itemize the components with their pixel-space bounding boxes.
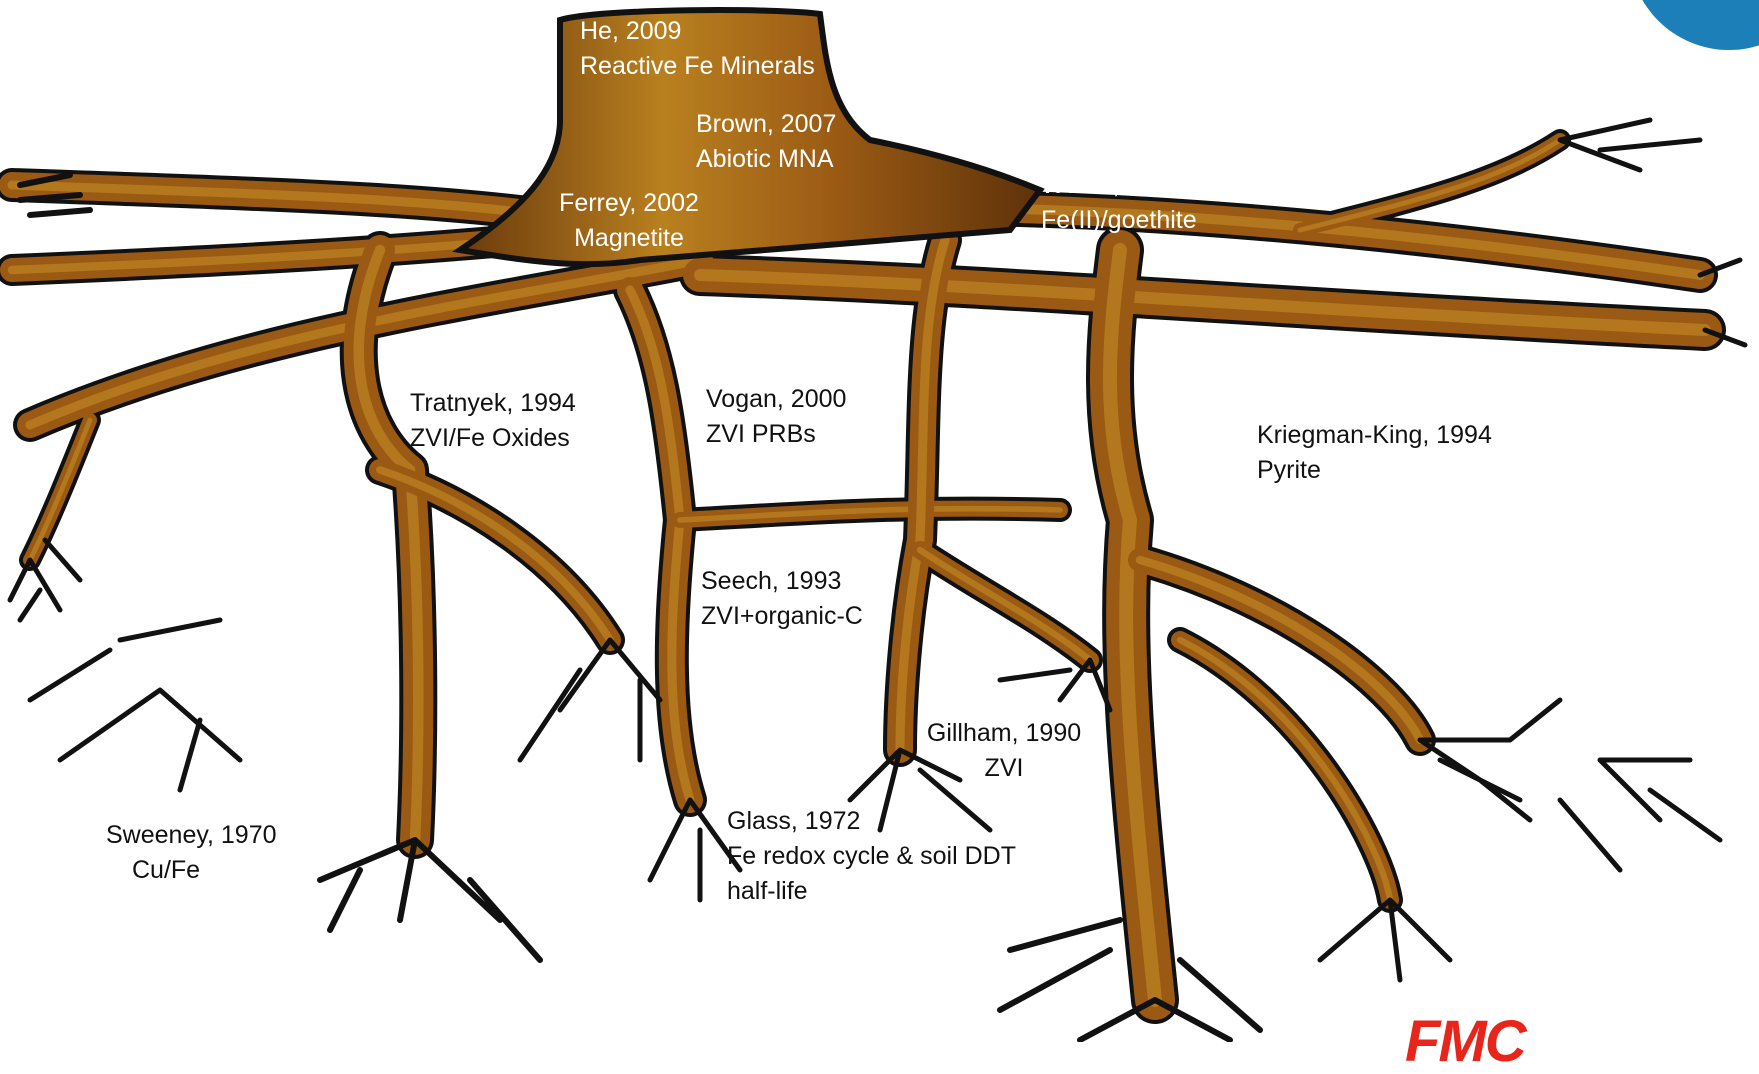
label-topic: ZVI	[920, 751, 1088, 786]
label-tratnyek-1994: Tratnyek, 1994 ZVI/Fe Oxides	[410, 386, 576, 456]
label-author: Vogan, 2000	[706, 382, 846, 417]
label-vogan-2000: Vogan, 2000 ZVI PRBs	[706, 382, 846, 452]
rootlets-right-lower	[1560, 760, 1720, 870]
root-gillham-branch-highlight	[920, 550, 1090, 660]
label-he-2009: He, 2009 Reactive Fe Minerals	[580, 14, 815, 84]
rootlets-tratnyek	[320, 840, 540, 960]
label-kriegman-king-1994: Kriegman-King, 1994 Pyrite	[1257, 418, 1492, 488]
label-brown-2007: Brown, 2007 Abiotic MNA	[696, 107, 836, 177]
label-author: Kriegman-King, 1994	[1257, 418, 1492, 453]
label-author: Seech, 1993	[701, 564, 863, 599]
label-author: Glass, 1972	[727, 804, 1016, 839]
rootlets-kriegman-branch	[1420, 700, 1560, 820]
label-topic: ZVI/Fe Oxides	[410, 421, 576, 456]
rootlets-sweeney	[30, 620, 240, 790]
label-glass-1972: Glass, 1972 Fe redox cycle & soil DDT ha…	[727, 804, 1016, 909]
root-sweeney-highlight	[30, 420, 90, 560]
rootlets-gillham-branch	[1000, 660, 1110, 710]
label-seech-1993: Seech, 1993 ZVI+organic-C	[701, 564, 863, 634]
label-topic: Cu/Fe	[106, 853, 277, 888]
label-author: Sweeney, 1970	[106, 818, 277, 853]
rootlets-tratnyek-branch	[520, 640, 660, 760]
label-topic: Abiotic MNA	[696, 142, 836, 177]
label-topic: Fe redox cycle & soil DDT	[727, 839, 1016, 874]
label-topic: Magnetite	[553, 221, 705, 256]
label-author: He, 2009	[580, 14, 815, 49]
label-topic: Fe(II)/goethite	[1041, 203, 1197, 238]
label-author: Gillham, 1990	[920, 716, 1088, 751]
label-author: Ferrey, 2002	[553, 186, 705, 221]
label-topic: ZVI PRBs	[706, 417, 846, 452]
label-topic: Pyrite	[1257, 453, 1492, 488]
label-topic-continued: half-life	[727, 874, 1016, 909]
label-author: Tratnyek, 1994	[410, 386, 576, 421]
label-topic: ZVI+organic-C	[701, 599, 863, 634]
label-sweeney-1970: Sweeney, 1970 Cu/Fe	[106, 818, 277, 888]
label-author: Weber, 2001	[1041, 168, 1197, 203]
label-ferrey-2002: Ferrey, 2002 Magnetite	[553, 186, 705, 256]
label-topic: Reactive Fe Minerals	[580, 49, 815, 84]
label-gillham-1990: Gillham, 1990 ZVI	[920, 716, 1088, 786]
label-weber-2001: Weber, 2001 Fe(II)/goethite	[1041, 168, 1197, 238]
label-author: Brown, 2007	[696, 107, 836, 142]
root-tratnyek	[359, 250, 419, 840]
brand-logo: FMC	[1405, 1012, 1525, 1072]
